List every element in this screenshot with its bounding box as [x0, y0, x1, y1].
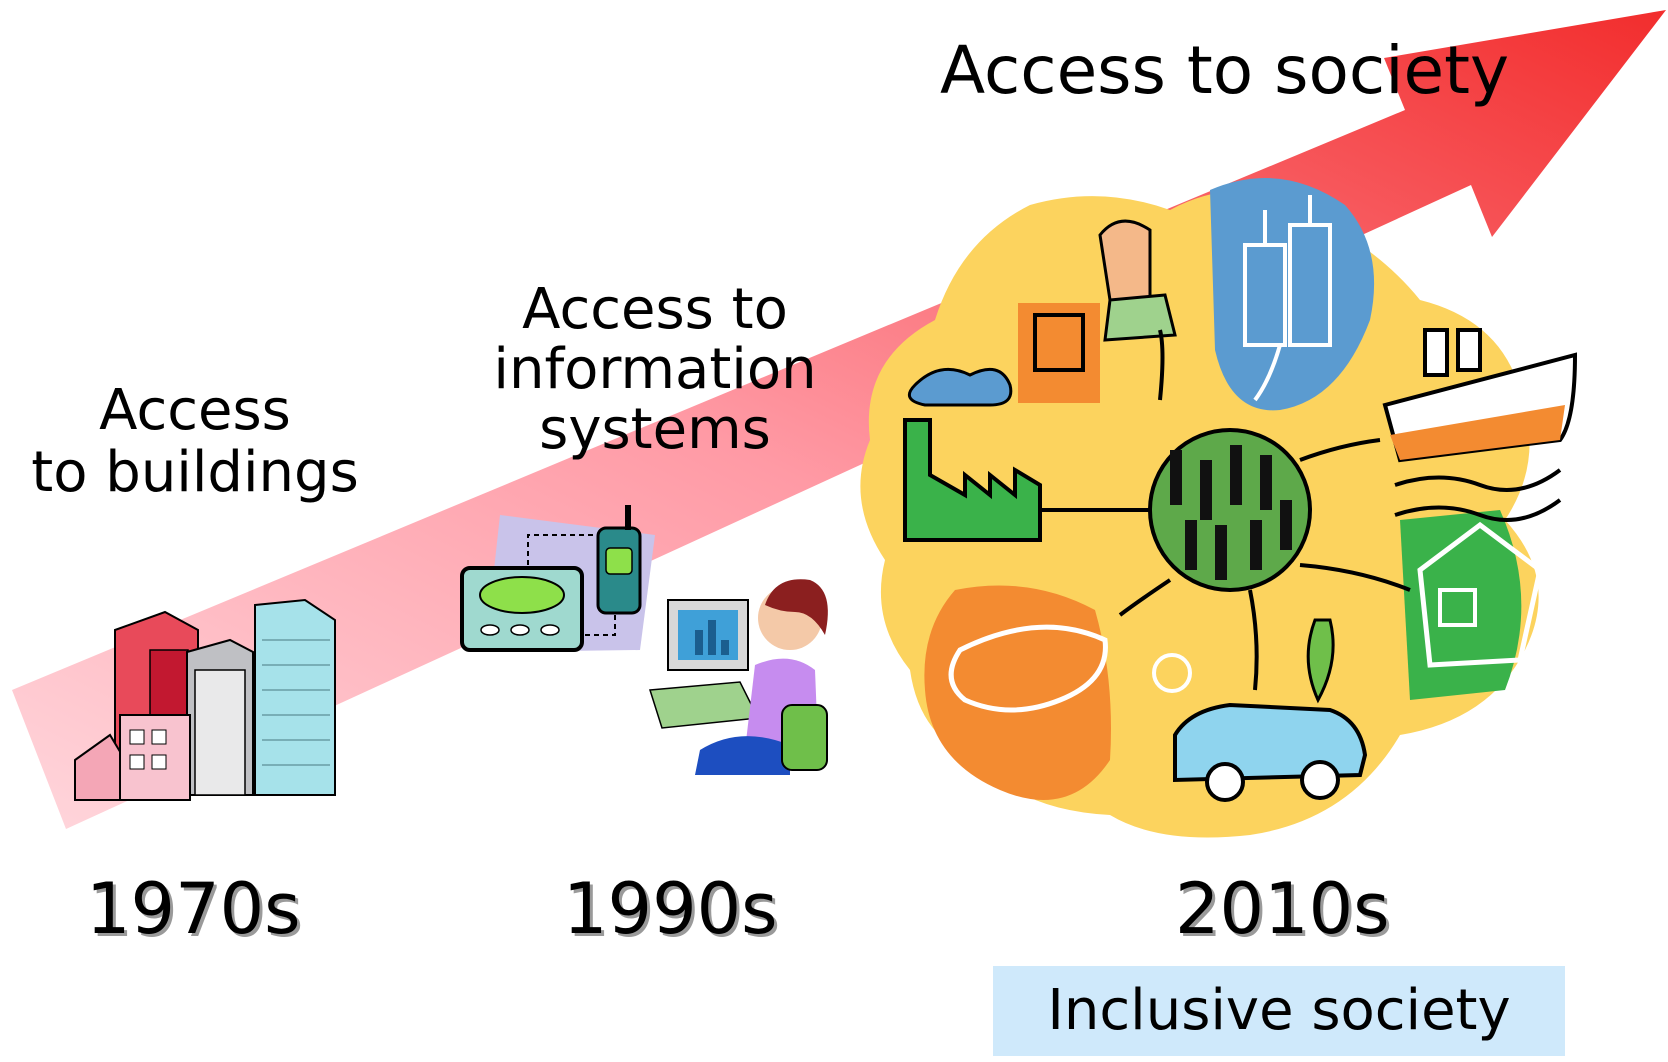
- label-access-to-society: Access to society: [940, 32, 1510, 109]
- label-line: systems: [539, 397, 771, 462]
- computer-user-icon: [649, 579, 828, 775]
- label-line: information: [493, 337, 817, 402]
- label-line: Access: [99, 378, 291, 443]
- decade-1970s: 1970s: [86, 868, 301, 950]
- label-access-to-buildings: Access to buildings: [0, 380, 390, 504]
- label-line: Access to: [522, 277, 788, 342]
- buildings-icon: [74, 598, 336, 801]
- decade-2010s: 2010s: [1175, 868, 1390, 950]
- label-line: to buildings: [31, 440, 359, 505]
- label-access-to-information-systems: Access to information systems: [455, 280, 855, 460]
- society-collage-icon: [860, 178, 1578, 838]
- inclusive-society-badge: Inclusive society: [993, 966, 1565, 1056]
- decade-1990s: 1990s: [563, 868, 778, 950]
- pager-phone-icon: [460, 505, 655, 652]
